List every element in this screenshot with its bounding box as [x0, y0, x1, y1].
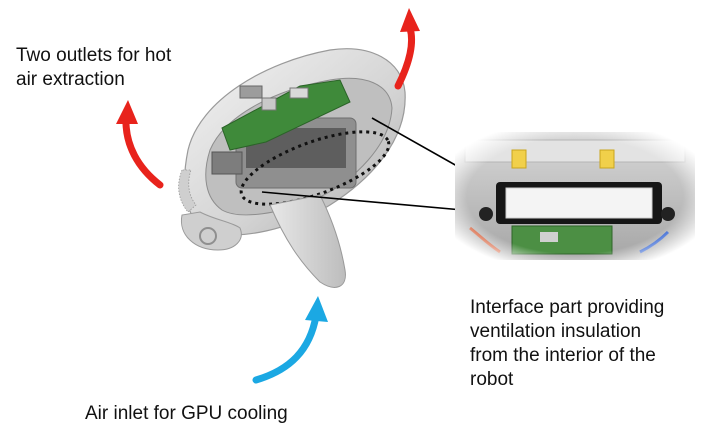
- inlet-duct: [269, 194, 346, 288]
- red-arrow-left: [122, 114, 164, 189]
- label-interface-part: Interface part providing ventilation ins…: [470, 297, 665, 390]
- robot-base-ring: [180, 211, 242, 251]
- label-outlets: Two outlets for hot air extraction: [16, 45, 172, 90]
- blue-arrow-inlet: [252, 312, 320, 384]
- pcb-component: [261, 97, 277, 111]
- red-arrow-right-head: [400, 8, 420, 32]
- side-grille: [178, 169, 197, 213]
- label-air-inlet: Air inlet for GPU cooling: [85, 403, 288, 424]
- robot-head-cutaway: [178, 48, 406, 288]
- base-bolt: [199, 227, 217, 245]
- red-arrow-right: [394, 24, 415, 90]
- highlight-ellipse: [239, 130, 391, 206]
- pcb-board: [221, 79, 351, 151]
- red-arrow-left-head: [116, 100, 138, 124]
- interface-part-photo: [455, 132, 695, 260]
- pcb-connector: [289, 87, 309, 99]
- connector-block: [211, 151, 243, 175]
- top-bracket: [239, 85, 263, 99]
- blue-arrow-inlet-head: [305, 296, 328, 322]
